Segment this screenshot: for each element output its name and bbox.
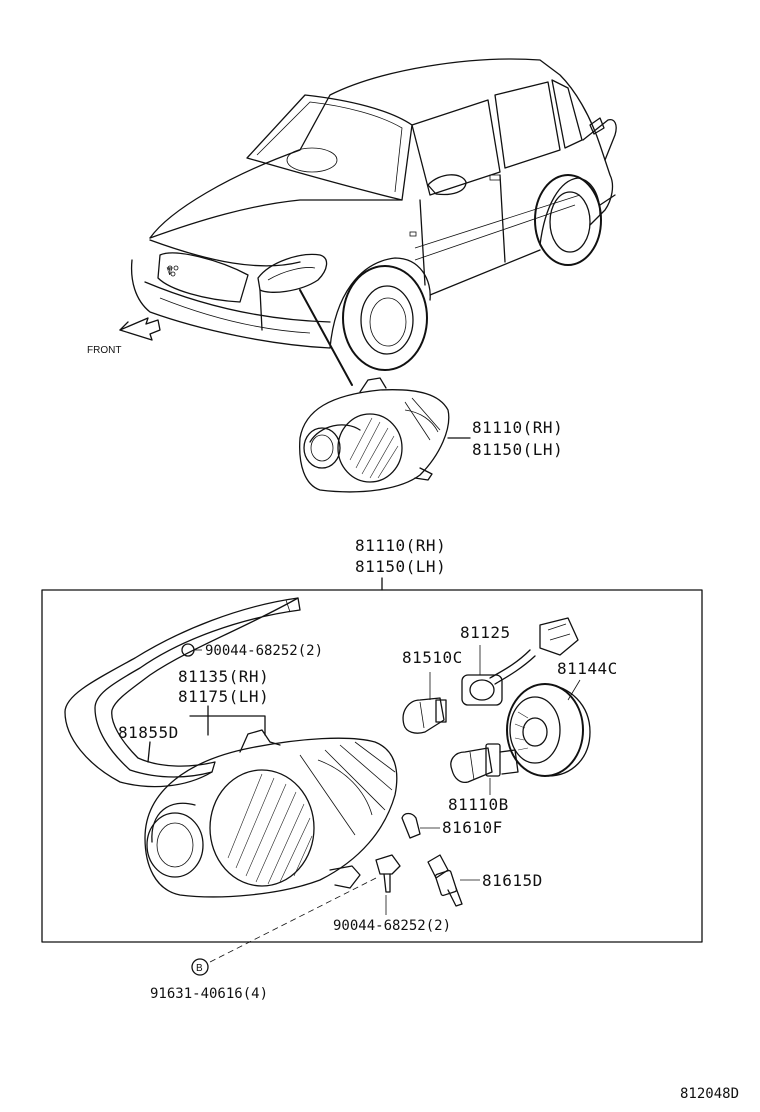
- screw-lower-label: 90044-68252(2): [333, 918, 451, 934]
- screw-lower-part: [375, 854, 401, 915]
- cover-part: [506, 679, 591, 777]
- gasket-part: [64, 597, 301, 788]
- box-assembly-rh-label: 81110(RH): [355, 536, 446, 555]
- bulb-small-part: [402, 672, 447, 734]
- drawing-number: 812048D: [680, 1086, 739, 1102]
- bracket-rh-label: 81135(RH): [178, 667, 269, 686]
- front-arrow-icon: [119, 317, 161, 341]
- gasket-label: 81855D: [118, 723, 179, 742]
- bulb-small-label: 81510C: [402, 648, 463, 667]
- headlamp-assembly-top: [299, 377, 450, 493]
- bracket-lh-label: 81175(LH): [178, 687, 269, 706]
- socket-side-label: 81615D: [482, 871, 543, 890]
- marker-letter: B: [196, 963, 203, 974]
- box-assembly-lh-label: 81150(LH): [355, 557, 446, 576]
- socket-side-part: [427, 854, 480, 907]
- bulb-main-part: [450, 743, 519, 795]
- bulb-main-label: 81110B: [448, 795, 509, 814]
- top-assembly-lh-label: 81150(LH): [472, 440, 563, 459]
- svg-text:ꘜ: ꘜ: [166, 267, 173, 278]
- bolt-marker: B: [191, 958, 209, 976]
- cover-label: 81144C: [557, 659, 618, 678]
- front-direction-label: FRONT: [87, 345, 121, 356]
- assembly-frame: [41, 589, 703, 943]
- car-illustration: ꘜ: [130, 58, 617, 386]
- top-assembly-rh-label: 81110(RH): [472, 418, 563, 437]
- bolt-label: 91631-40616(4): [150, 986, 268, 1002]
- screw-upper-part: [181, 643, 202, 657]
- clip-label: 81610F: [442, 818, 503, 837]
- emblem-icon: ꘜ: [166, 265, 179, 278]
- headlamp-assembly-main: [144, 729, 398, 898]
- clip-part: [401, 812, 440, 839]
- socket-part: [461, 617, 579, 706]
- screw-upper-label: 90044-68252(2): [205, 643, 323, 659]
- socket-label: 81125: [460, 623, 511, 642]
